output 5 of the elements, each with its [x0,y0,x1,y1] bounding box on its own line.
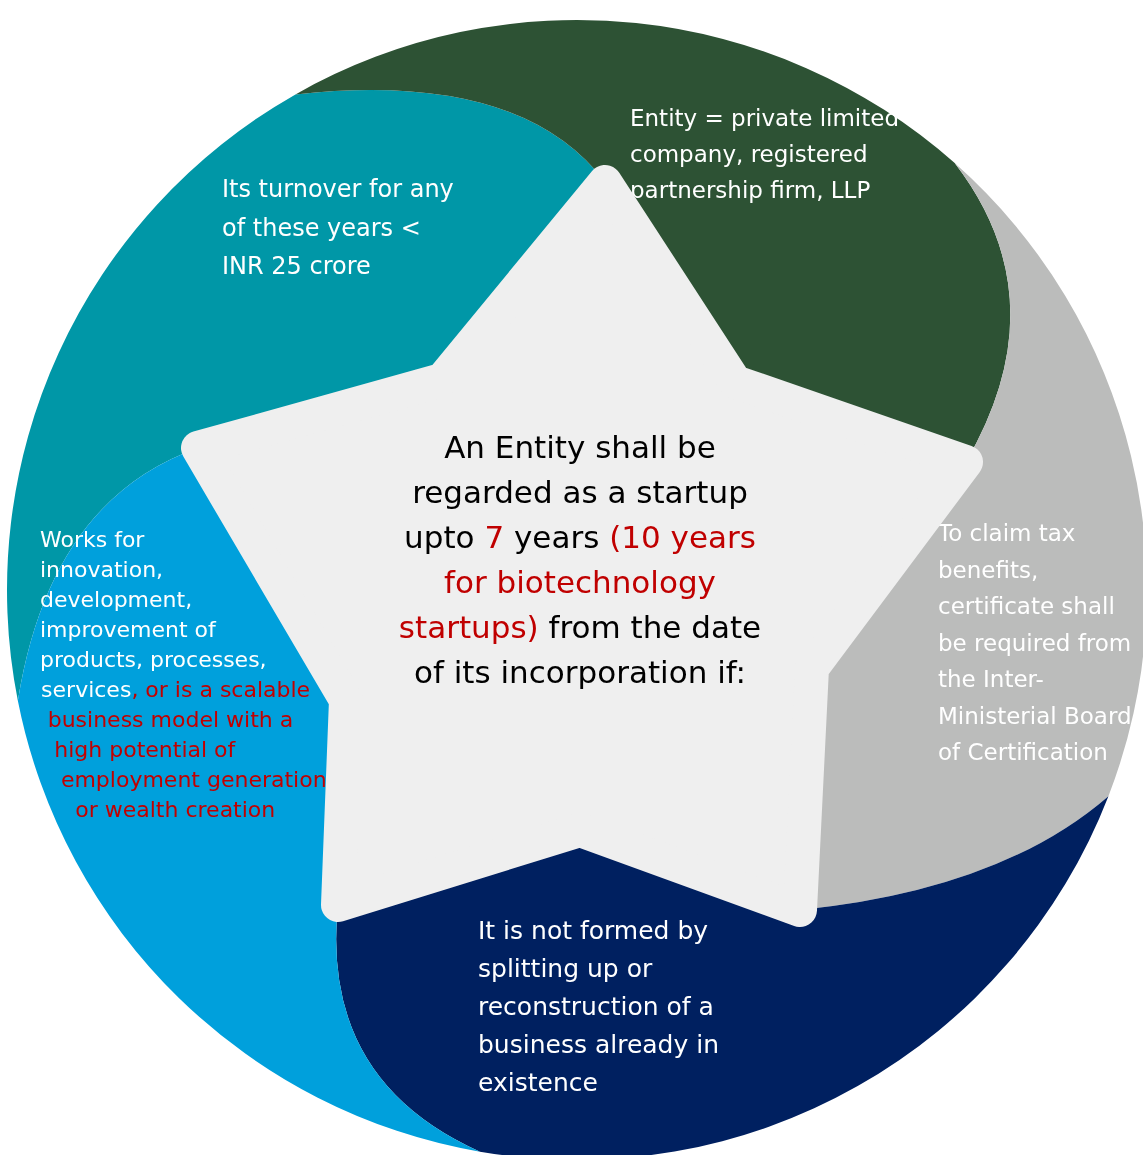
node-text: Its turnover for any of these years < INR 25 crore [222,174,455,282]
node-text: To claim tax benefits, certificate shall be required from the Inter-Ministerial Board of Certification [938,519,1133,767]
node-text: It is not formed by splitting up or reconstruction of a business already in existence [478,915,720,1099]
node-text: An Entity shall be regarded as a startup upto 7 years (10 years for biotechnology startups) from the date of its incorporation if: [397,428,763,692]
node-text: Works for innovation, development, improvement of products, processes, services, or is a scalable business model with a high potential of employment generation or wealth creation [40,527,327,822]
